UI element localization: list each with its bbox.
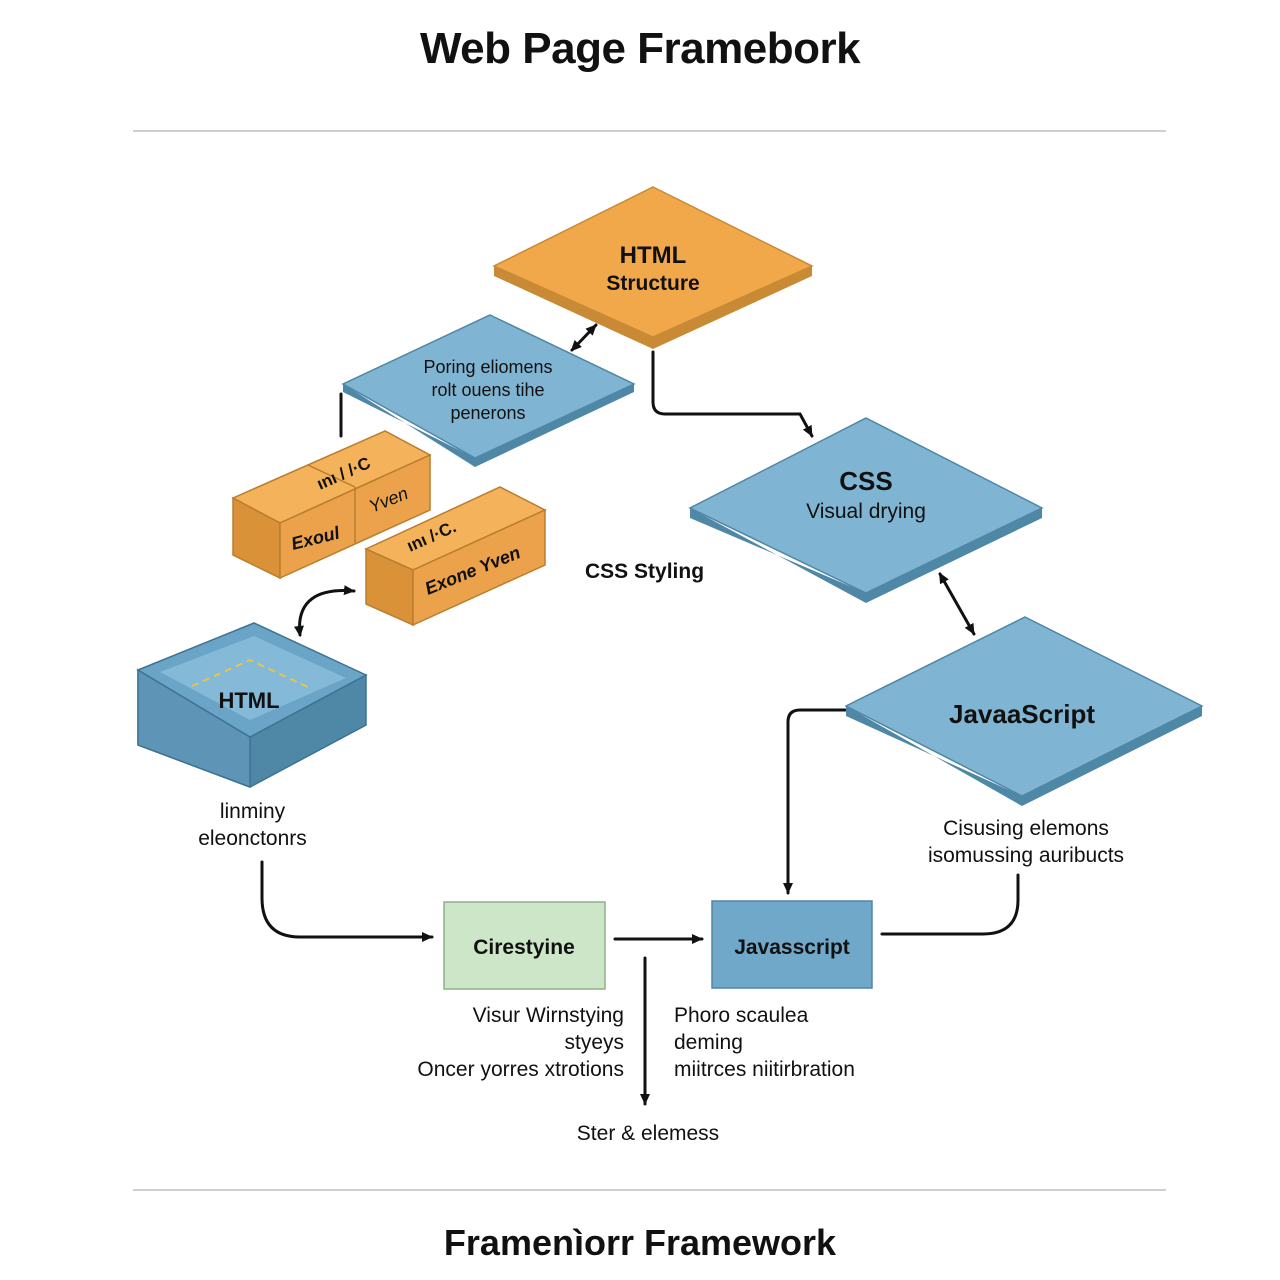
html-structure-title: HTML bbox=[620, 242, 687, 269]
phoro-line-3: miitrces niitirbration bbox=[674, 1058, 855, 1081]
visur-line-2: styeys bbox=[564, 1031, 624, 1054]
connector-javascript-to-box bbox=[783, 708, 847, 895]
ster-label: Ster & elemess bbox=[576, 1122, 720, 1145]
connector-js-to-cisusing bbox=[880, 873, 1020, 936]
poring-line-2: rolt ouens tihe bbox=[431, 380, 544, 400]
orange-block-a: ını / /·C Exoul Yven bbox=[231, 430, 432, 580]
poring-node: Poring eliomens rolt ouens tihe penerons bbox=[341, 314, 636, 467]
linminy-line-1: linminy bbox=[219, 800, 286, 823]
javascript-diamond-title: JavaaScript bbox=[949, 699, 1095, 729]
visur-line-1: Visur Wirnstying bbox=[472, 1004, 624, 1027]
html-box-label: HTML bbox=[218, 688, 279, 713]
cisusing-annotation: Cisusing elemons isomussing auribucts bbox=[896, 815, 1156, 869]
html-box-node: HTML bbox=[136, 622, 368, 789]
cirestyine-node: Cirestyine bbox=[443, 901, 606, 990]
css-styling-label: CSS Styling bbox=[585, 560, 704, 583]
css-subtitle: Visual drying bbox=[806, 500, 926, 523]
orange-block-b: ını /·C. Exone Yven bbox=[364, 486, 547, 627]
page-title: Web Page Framebork bbox=[419, 24, 861, 73]
connector-html-poring bbox=[570, 323, 598, 352]
linminy-annotation: linminy eleonctonrs bbox=[150, 798, 355, 852]
connector-html-to-css bbox=[651, 350, 814, 438]
bottom-divider bbox=[133, 1189, 1166, 1191]
html-structure-subtitle: Structure bbox=[606, 272, 699, 295]
visur-line-3: Oncer yorres xtrotions bbox=[417, 1058, 624, 1081]
cisusing-line-1: Cisusing elemons bbox=[943, 817, 1109, 840]
html-structure-node: HTML Structure bbox=[492, 186, 814, 349]
cirestyine-label: Cirestyine bbox=[473, 936, 575, 959]
poring-line-3: penerons bbox=[450, 403, 525, 423]
javascript-box-label: Javasscript bbox=[734, 936, 850, 959]
phoro-line-2: deming bbox=[674, 1031, 743, 1054]
visur-annotation: Visur Wirnstying styeys Oncer yorres xtr… bbox=[360, 1002, 624, 1083]
top-divider bbox=[133, 130, 1166, 132]
connector-html-to-cirestyine bbox=[260, 860, 434, 942]
linminy-line-2: eleonctonrs bbox=[198, 827, 307, 850]
css-title: CSS bbox=[839, 466, 892, 496]
javascript-box-node: Javasscript bbox=[711, 900, 873, 989]
footer-title: Framenìorr Framework bbox=[443, 1222, 837, 1263]
cisusing-line-2: isomussing auribucts bbox=[927, 844, 1125, 867]
javascript-diamond-node: JavaaScript bbox=[844, 616, 1204, 806]
css-node: CSS Visual drying bbox=[688, 417, 1044, 603]
connector-cube-htmlbox bbox=[294, 585, 356, 637]
connectors bbox=[260, 323, 1020, 1106]
poring-line-1: Poring eliomens bbox=[423, 357, 552, 377]
connector-css-javascript bbox=[938, 572, 976, 636]
phoro-line-1: Phoro scaulea bbox=[674, 1004, 809, 1027]
phoro-annotation: Phoro scaulea deming miitrces niitirbrat… bbox=[674, 1002, 944, 1083]
